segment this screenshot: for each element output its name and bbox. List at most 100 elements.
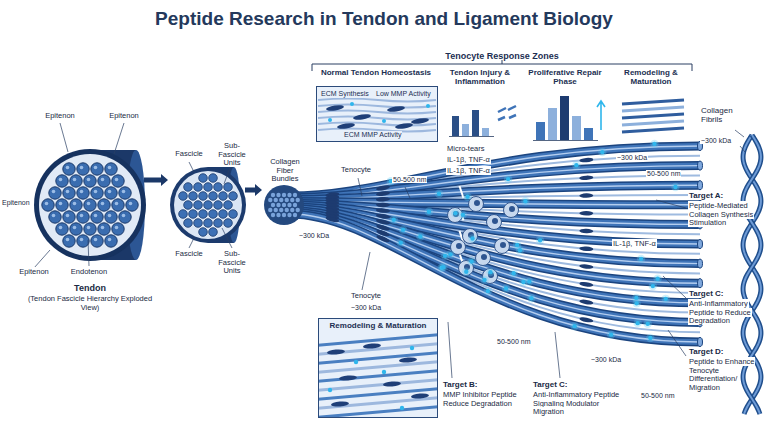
- leader-lines: [34, 123, 745, 378]
- fascicle-highlight: [66, 190, 70, 194]
- target-text-box: MMP Inhibitor Peptide Reduce Degradation: [442, 391, 526, 408]
- inset-tenocyte: [327, 349, 345, 356]
- explode-arrow: [144, 174, 168, 186]
- peptide-dot: [527, 279, 531, 283]
- fibril-section: [287, 203, 291, 207]
- part-label: Micro-tears: [446, 144, 486, 153]
- leader-line: [34, 250, 50, 268]
- fascicle-section: [77, 187, 89, 199]
- fascicle-section: [98, 223, 110, 235]
- part-label: Fascicle: [174, 149, 204, 158]
- fascicle-highlight: [129, 202, 133, 206]
- sub-fascicle-unit: [219, 210, 228, 219]
- peptide-glow: [425, 208, 433, 216]
- peptide-glow: [459, 211, 467, 219]
- target-heading: Target D:: [688, 347, 725, 356]
- tenocyte-cell: [376, 197, 390, 202]
- bar-axis: [449, 136, 494, 137]
- cell-nucleus: [474, 200, 480, 206]
- target-text: MMP Inhibitor Peptide Reduce Degradation: [442, 390, 518, 408]
- cell-nucleus: [500, 242, 506, 248]
- inflammatory-cell: [495, 239, 510, 254]
- target-text-box: Peptide-Mediated Collagen Synthesis Stim…: [688, 202, 764, 228]
- peptide-dot: [511, 271, 515, 275]
- peptide-dot: [523, 199, 527, 203]
- fascicle-highlight: [66, 166, 70, 170]
- peptide-glow: [484, 287, 492, 295]
- diagram-title: Peptide Research in Tendon and Ligament …: [0, 8, 768, 30]
- part-label: Collagen Fibrils: [700, 106, 734, 124]
- fascicle-section: [63, 235, 75, 247]
- part-label: Tenocyte: [350, 291, 382, 300]
- sub-fascicle-unit: [184, 201, 193, 210]
- fascicle-section: [49, 211, 61, 223]
- cell-nucleus: [492, 218, 498, 224]
- sub-fascicle-unit: [194, 201, 203, 210]
- signal-label: IL-1β, TNF-α: [612, 239, 657, 248]
- peptide-dot: [504, 286, 508, 290]
- fibril-section: [268, 198, 272, 202]
- cell-nucleus: [456, 243, 462, 249]
- part-label-box: Tenocyte: [350, 292, 394, 301]
- fibril-section: [274, 198, 278, 202]
- peptide-glow: [662, 295, 670, 303]
- fascicle-section: [112, 175, 124, 187]
- peptide-dot: [488, 270, 492, 274]
- fiber-end: [698, 279, 703, 288]
- peptide-glow: [637, 255, 645, 263]
- inset-box: ECM SynthesisLow MMP ActivityECM MMP Act…: [316, 86, 438, 142]
- collagen-helix: [743, 135, 761, 414]
- leader-line: [88, 240, 89, 266]
- fascicle-section: [84, 199, 96, 211]
- fibril-section: [282, 193, 286, 197]
- dimension-label: 50-500 nm: [646, 170, 681, 177]
- fascicle-section: [70, 223, 82, 235]
- dimension-label-box: ~300 kDa: [590, 356, 630, 364]
- fascicle-highlight: [94, 190, 98, 194]
- dimension-label: 50-500 nm: [392, 176, 427, 183]
- helix-strand: [743, 135, 761, 414]
- fibril-section: [279, 208, 283, 212]
- peptide-glow: [509, 269, 517, 277]
- zone-heading: Tendon Injury & Inflammation: [440, 66, 520, 86]
- leader-line: [740, 146, 745, 152]
- part-label-box: Epitenon: [104, 112, 144, 121]
- peptide-glow: [525, 277, 533, 285]
- fascicle-section: [91, 235, 103, 247]
- fascicle-section: [63, 163, 75, 175]
- peptide-glow: [435, 190, 443, 198]
- inset-tenocyte: [363, 343, 381, 350]
- fascicle-highlight: [94, 166, 98, 170]
- dimension-label-box: 50-500 nm: [496, 338, 540, 346]
- fascicle-highlight: [122, 190, 126, 194]
- target-heading: Target C:: [688, 289, 725, 298]
- target-heading: Target B:: [442, 380, 479, 389]
- part-label: Epitenon: [108, 111, 140, 120]
- peptide-glow: [463, 193, 471, 201]
- inset-label: Low MMP Activity: [375, 90, 432, 98]
- peptide-glow: [650, 140, 658, 148]
- peptide-glow: [486, 268, 494, 276]
- fiber-outline: [290, 214, 700, 342]
- aligned-fiber-icon: [622, 114, 684, 118]
- part-label-box: Micro-tears: [446, 145, 516, 154]
- sub-fascicle-unit: [199, 210, 208, 219]
- tenocyte-cell: [376, 191, 390, 197]
- tenocyte-cell: [376, 218, 391, 225]
- peptide-dot: [652, 142, 656, 146]
- fibril-section: [271, 213, 275, 217]
- dimension-label: ~300 kDa: [590, 356, 622, 363]
- peptide-glow: [468, 234, 476, 242]
- inset-peptide: [400, 406, 404, 410]
- sub-fascicle-unit: [219, 192, 228, 201]
- dimension-label: ~300 kDa: [350, 304, 382, 311]
- tenocyte-cell: [579, 264, 593, 270]
- peptide-glow: [504, 175, 512, 183]
- peptide-glow: [632, 299, 640, 307]
- explode-arrow: [245, 184, 262, 196]
- part-label: Sub-Fascicle Units: [217, 141, 247, 167]
- part-label-box: Fascicle: [168, 150, 210, 159]
- inset-tenocyte: [353, 113, 372, 120]
- peptide-glow: [646, 334, 654, 342]
- fascicle-section: [70, 175, 82, 187]
